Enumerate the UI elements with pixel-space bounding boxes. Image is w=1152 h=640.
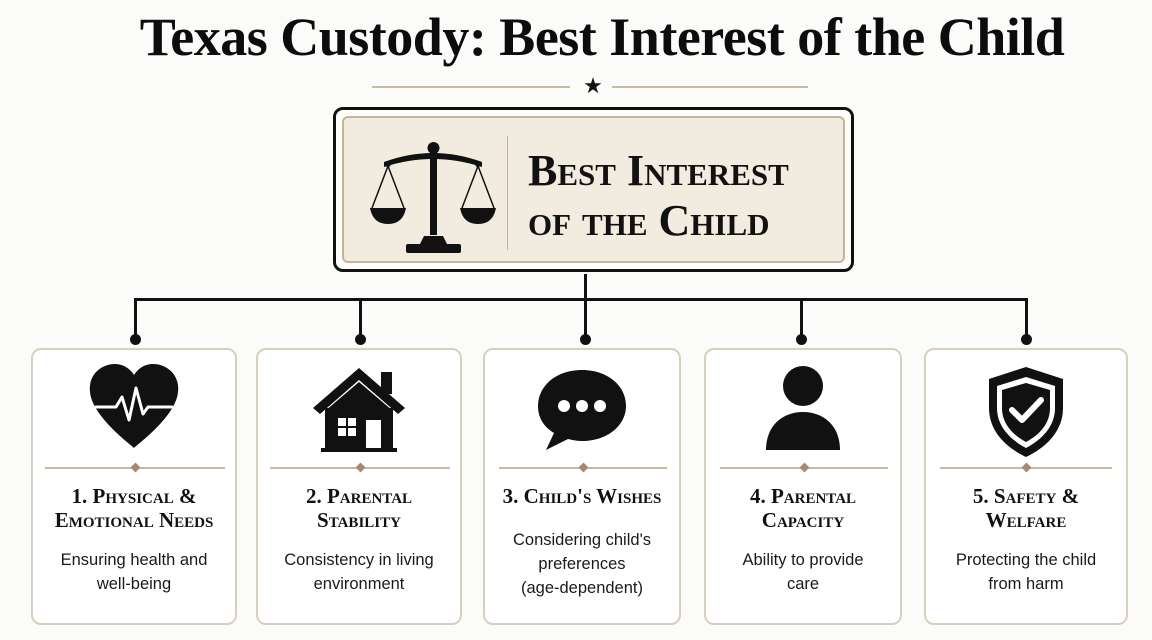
central-separator <box>507 136 508 250</box>
central-concept-panel: Best Interest of the Child <box>342 116 845 263</box>
trunk-connector <box>584 274 587 300</box>
factor-title-line-1: 5. Safety & <box>972 484 1080 508</box>
central-title-line-2: of the Child <box>528 196 770 245</box>
factor-description-line-2: care <box>786 575 820 593</box>
shield-check-icon <box>989 367 1063 457</box>
speech-bubble-icon <box>538 370 626 450</box>
connector-node <box>355 334 366 345</box>
branch-connector <box>134 298 1028 301</box>
factor-description-line-1: Protecting the child <box>955 551 1097 569</box>
factor-description: Considering child's preferences (age-dep… <box>495 528 669 600</box>
factor-description: Consistency in living environment <box>268 548 450 596</box>
factor-description-line-2: environment <box>313 575 405 593</box>
factor-title: 5. Safety & Welfare <box>932 484 1120 532</box>
factor-description-line-1: Consistency in living <box>284 551 434 569</box>
title-divider-left <box>372 86 570 88</box>
drop-connector <box>800 300 803 336</box>
factor-card-safety-welfare: 5. Safety & Welfare Protecting the child… <box>924 348 1128 625</box>
central-concept-box: Best Interest of the Child <box>333 107 854 272</box>
factor-title-line-1: 4. Parental <box>749 484 857 508</box>
house-icon <box>313 368 405 452</box>
title-divider-right <box>612 86 808 88</box>
factor-description: Ability to provide care <box>716 548 890 596</box>
factor-title-line-2: Stability <box>317 508 401 532</box>
factor-title: 3. Child's Wishes <box>491 484 673 508</box>
star-icon: ★ <box>583 73 603 98</box>
factor-description: Protecting the child from harm <box>936 548 1116 596</box>
factor-title-line-1: 3. Child's Wishes <box>502 484 662 508</box>
person-icon <box>766 366 840 450</box>
connector-node <box>580 334 591 345</box>
drop-connector <box>584 300 587 336</box>
scales-of-justice-icon <box>370 142 496 253</box>
factor-title: 2. Parental Stability <box>264 484 454 532</box>
central-concept-title: Best Interest of the Child <box>528 146 838 246</box>
connector-node <box>1021 334 1032 345</box>
factor-description-line-2: from harm <box>988 575 1064 593</box>
factor-description-line-1: Ability to provide <box>742 551 864 569</box>
drop-connector <box>359 300 362 336</box>
connector-node <box>796 334 807 345</box>
factor-description-line-1: Considering child's <box>513 531 651 549</box>
factor-description-line-3: (age-dependent) <box>520 579 643 597</box>
factor-title-line-2: Welfare <box>985 508 1067 532</box>
factor-title-line-1: 1. Physical & <box>71 484 197 508</box>
factor-description-line-2: well-being <box>96 575 172 593</box>
central-title-line-1: Best Interest <box>528 146 789 195</box>
factor-description-line-2: preferences <box>538 555 626 573</box>
drop-connector <box>134 300 137 336</box>
factor-title: 1. Physical & Emotional Needs <box>39 484 229 532</box>
factor-title: 4. Parental Capacity <box>712 484 894 532</box>
divider-diamond <box>130 462 141 473</box>
connector-node <box>130 334 141 345</box>
factor-title-line-2: Capacity <box>761 508 845 532</box>
factor-card-physical-emotional-needs: 1. Physical & Emotional Needs Ensuring h… <box>31 348 237 625</box>
divider-diamond <box>799 462 810 473</box>
factor-title-line-1: 2. Parental <box>305 484 413 508</box>
divider-diamond <box>355 462 366 473</box>
page-title: Texas Custody: Best Interest of the Chil… <box>139 7 1065 67</box>
factor-card-childs-wishes: 3. Child's Wishes Considering child's pr… <box>483 348 681 625</box>
drop-connector <box>1025 300 1028 336</box>
factor-description: Ensuring health and well-being <box>43 548 225 596</box>
divider-diamond <box>1021 462 1032 473</box>
factor-description-line-1: Ensuring health and <box>60 551 208 569</box>
divider-diamond <box>578 462 589 473</box>
heart-pulse-icon <box>89 364 179 448</box>
factor-card-parental-capacity: 4. Parental Capacity Ability to provide … <box>704 348 902 625</box>
factor-title-line-2: Emotional Needs <box>54 508 214 532</box>
factor-card-parental-stability: 2. Parental Stability Consistency in liv… <box>256 348 462 625</box>
